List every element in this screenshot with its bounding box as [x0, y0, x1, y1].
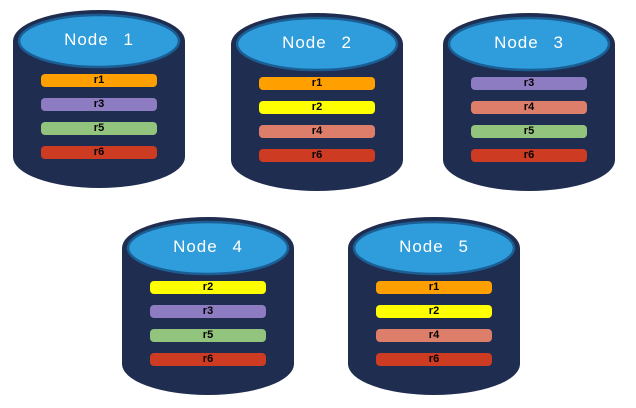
replica-bar: r6	[41, 146, 157, 159]
node-title: Node 5	[399, 237, 469, 256]
replica-bar: r1	[376, 281, 492, 294]
replica-bar: r3	[471, 77, 587, 90]
replica-bar: r2	[376, 305, 492, 318]
node-title: Node 2	[282, 33, 352, 52]
replica-bar: r1	[41, 74, 157, 87]
replica-bar: r5	[150, 329, 266, 342]
replica-bar: r2	[259, 101, 375, 114]
node-cylinder: Node 3 r3 r4 r5 r6	[442, 11, 616, 193]
replica-bar: r6	[471, 149, 587, 162]
replica-bar: r5	[41, 122, 157, 135]
replica-bar: r1	[259, 77, 375, 90]
replica-bar: r4	[471, 101, 587, 114]
replica-bar: r5	[471, 125, 587, 138]
node-cylinder: Node 4 r2 r3 r5 r6	[121, 215, 295, 397]
replica-bars: r1 r2 r4 r6	[376, 281, 492, 377]
node-title: Node 4	[173, 237, 243, 256]
replica-bar: r6	[259, 149, 375, 162]
node-cylinder: Node 2 r1 r2 r4 r6	[230, 11, 404, 193]
replica-bar: r4	[259, 125, 375, 138]
replica-bars: r3 r4 r5 r6	[471, 77, 587, 173]
replica-bar: r4	[376, 329, 492, 342]
replica-bars: r1 r3 r5 r6	[41, 74, 157, 170]
replica-bar: r3	[150, 305, 266, 318]
replica-bar: r3	[41, 98, 157, 111]
replica-bar: r6	[150, 353, 266, 366]
replica-bar: r6	[376, 353, 492, 366]
node-cylinder: Node 5 r1 r2 r4 r6	[347, 215, 521, 397]
replica-bar: r2	[150, 281, 266, 294]
node-title: Node 1	[64, 30, 134, 49]
replica-bars: r2 r3 r5 r6	[150, 281, 266, 377]
node-title: Node 3	[494, 33, 564, 52]
replica-bars: r1 r2 r4 r6	[259, 77, 375, 173]
node-cylinder: Node 1 r1 r3 r5 r6	[12, 8, 186, 190]
